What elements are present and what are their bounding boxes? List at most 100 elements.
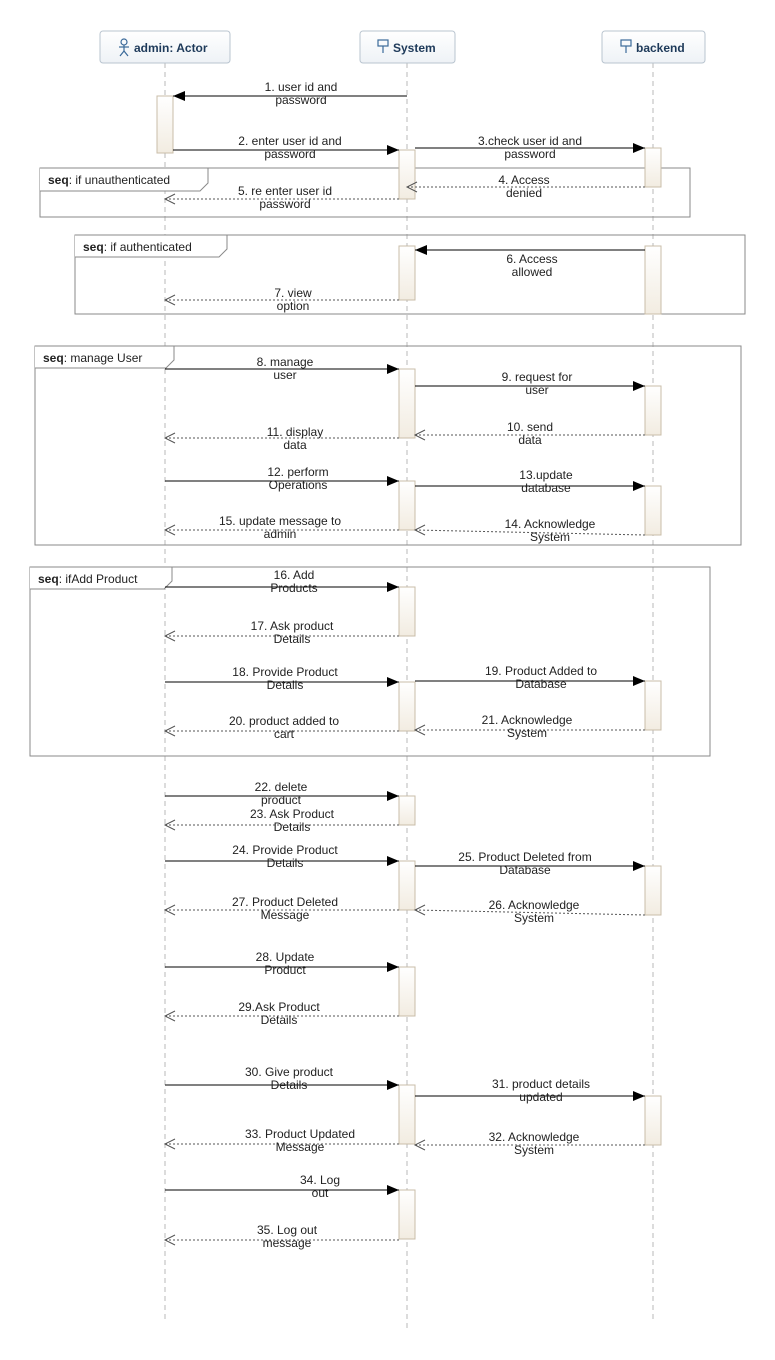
message-label-line: System bbox=[530, 530, 570, 544]
frame-keyword: seq bbox=[83, 240, 104, 254]
filled-arrowhead bbox=[633, 143, 645, 153]
open-arrowhead bbox=[405, 181, 418, 193]
message-label-line: Message bbox=[261, 908, 310, 922]
participant-system[interactable]: System bbox=[359, 30, 456, 64]
message-label-line: System bbox=[514, 1143, 554, 1157]
participant-admin[interactable]: admin: Actor bbox=[99, 30, 231, 64]
activation-bar bbox=[398, 1084, 416, 1145]
message-label-line: 22. delete bbox=[255, 780, 308, 794]
filled-arrowhead bbox=[387, 1185, 399, 1195]
message-label-line: 31. product details bbox=[492, 1077, 590, 1091]
open-arrowhead bbox=[163, 193, 176, 205]
participant-label: System bbox=[393, 41, 436, 55]
message-label-line: 8. manage bbox=[257, 355, 314, 369]
activation-bar bbox=[156, 95, 174, 154]
open-arrowhead bbox=[163, 524, 176, 536]
message-label-line: 3.check user id and bbox=[478, 134, 582, 148]
open-arrowhead bbox=[413, 904, 426, 916]
activation-bar bbox=[398, 1189, 416, 1240]
message-label-line: Details bbox=[267, 678, 304, 692]
message-label-line: 30. Give product bbox=[245, 1065, 334, 1079]
open-arrowhead bbox=[163, 1234, 176, 1246]
message-label-line: updated bbox=[519, 1090, 562, 1104]
activation-bar bbox=[398, 681, 416, 732]
svg-text:seq: ifAdd Product: seq: ifAdd Product bbox=[38, 572, 138, 586]
message-label-line: 21. Acknowledge bbox=[482, 713, 573, 727]
frame-label: : if authenticated bbox=[104, 240, 192, 254]
frame-add-product[interactable]: seq: ifAdd Product bbox=[29, 566, 711, 757]
message-label-line: 17. Ask product bbox=[251, 619, 334, 633]
actor-icon bbox=[119, 38, 129, 57]
participant-backend[interactable]: backend bbox=[601, 30, 706, 64]
frame-authenticated[interactable]: seq: if authenticated bbox=[74, 234, 746, 315]
message-label-line: password bbox=[264, 147, 315, 161]
frame-manage-user[interactable]: seq: manage User bbox=[34, 345, 742, 546]
activation-bar bbox=[398, 149, 416, 200]
message-label-line: 26. Acknowledge bbox=[489, 898, 580, 912]
frame-unauthenticated[interactable]: seq: if unauthenticated bbox=[39, 167, 691, 218]
activation-bar bbox=[398, 966, 416, 1017]
frames: seq: if unauthenticated seq: if authenti… bbox=[29, 167, 746, 757]
message-label-line: 34. Log bbox=[300, 1173, 340, 1187]
message-label-line: 7. view bbox=[274, 286, 312, 300]
activation-bar bbox=[644, 485, 662, 536]
message-label-line: 19. Product Added to bbox=[485, 664, 597, 678]
message-label-line: Details bbox=[261, 1013, 298, 1027]
activation-bar bbox=[398, 860, 416, 911]
message-label-line: 33. Product Updated bbox=[245, 1127, 355, 1141]
